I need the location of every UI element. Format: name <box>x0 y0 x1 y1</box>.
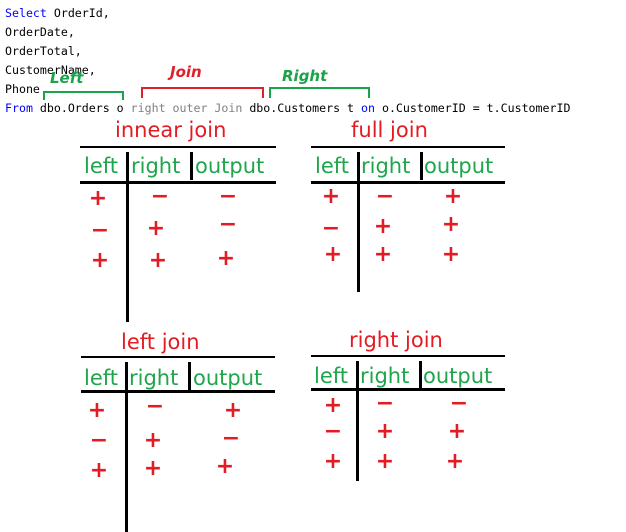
sql-from-keyword: From <box>5 101 33 115</box>
sql-line-4: CustomerName, <box>5 63 96 77</box>
join-bracket <box>141 87 264 98</box>
cell: − <box>221 426 241 451</box>
header-output: output <box>195 154 265 178</box>
left-bracket <box>43 91 124 100</box>
cell: + <box>323 449 343 474</box>
cell: − <box>145 394 165 419</box>
left-annotation: Left <box>50 69 84 87</box>
cell: − <box>323 419 343 444</box>
cell: + <box>375 449 395 474</box>
sql-line-5: Phone <box>5 82 40 96</box>
cell: + <box>90 248 110 273</box>
sql-line-3: OrderTotal, <box>5 44 82 58</box>
cell: + <box>146 216 166 241</box>
header-right: right <box>360 364 410 388</box>
header-right: right <box>131 154 181 178</box>
cell: − <box>218 212 238 237</box>
cell: + <box>215 454 235 479</box>
cell: + <box>216 246 236 271</box>
right-annotation: Right <box>282 67 328 85</box>
cell: + <box>323 393 343 418</box>
right-bracket <box>269 87 370 98</box>
sql-on-keyword: on <box>361 101 375 115</box>
cell: + <box>443 184 463 209</box>
sql-customers-table: dbo.Customers t <box>242 101 362 115</box>
cell: + <box>223 398 243 423</box>
cell: + <box>323 242 343 267</box>
header-output: output <box>423 364 493 388</box>
cell: + <box>143 456 163 481</box>
cell: + <box>441 212 461 237</box>
cell: + <box>87 398 107 423</box>
right-join-table: left right output + − − − + + + + + <box>311 355 511 490</box>
cell: − <box>321 216 341 241</box>
cell: − <box>89 428 109 453</box>
cell: + <box>143 428 163 453</box>
cell: − <box>218 184 238 209</box>
header-right: right <box>361 154 411 178</box>
cell: − <box>150 184 170 209</box>
cell: + <box>445 449 465 474</box>
cell: − <box>375 184 395 209</box>
cell: + <box>373 242 393 267</box>
table-title-inner-join: innear join <box>115 118 227 142</box>
sql-query: Select OrderId, OrderDate, OrderTotal, C… <box>5 4 570 118</box>
sql-join-keyword: right outer Join <box>130 101 243 115</box>
sql-join-condition: o.CustomerID = t.CustomerID <box>374 101 571 115</box>
header-left: left <box>314 364 349 388</box>
join-annotation: Join <box>170 63 202 81</box>
cell: + <box>373 214 393 239</box>
cell: + <box>89 458 109 483</box>
header-left: left <box>84 154 119 178</box>
header-output: output <box>424 154 494 178</box>
cell: − <box>375 391 395 416</box>
cell: + <box>447 419 467 444</box>
table-title-full-join: full join <box>351 118 428 142</box>
cell: − <box>90 218 110 243</box>
full-join-table: left right output + − + − + + + + + <box>311 146 511 296</box>
cell: + <box>88 186 108 211</box>
table-title-right-join: right join <box>349 328 443 352</box>
sql-orders-table: dbo.Orders o <box>32 101 131 115</box>
header-left: left <box>84 366 119 390</box>
header-left: left <box>315 154 350 178</box>
table-title-left-join: left join <box>121 330 200 354</box>
sql-select-keyword: Select <box>5 6 47 20</box>
cell: + <box>441 242 461 267</box>
inner-join-table: left right output + − − − + − + + + <box>80 146 280 326</box>
left-join-table: left right output + − + − + − + + + <box>81 356 281 532</box>
cell: + <box>148 248 168 273</box>
sql-line-1: OrderId, <box>46 6 110 20</box>
cell: + <box>375 419 395 444</box>
header-right: right <box>129 366 179 390</box>
cell: + <box>321 184 341 209</box>
cell: − <box>449 391 469 416</box>
sql-line-2: OrderDate, <box>5 25 75 39</box>
header-output: output <box>193 366 263 390</box>
